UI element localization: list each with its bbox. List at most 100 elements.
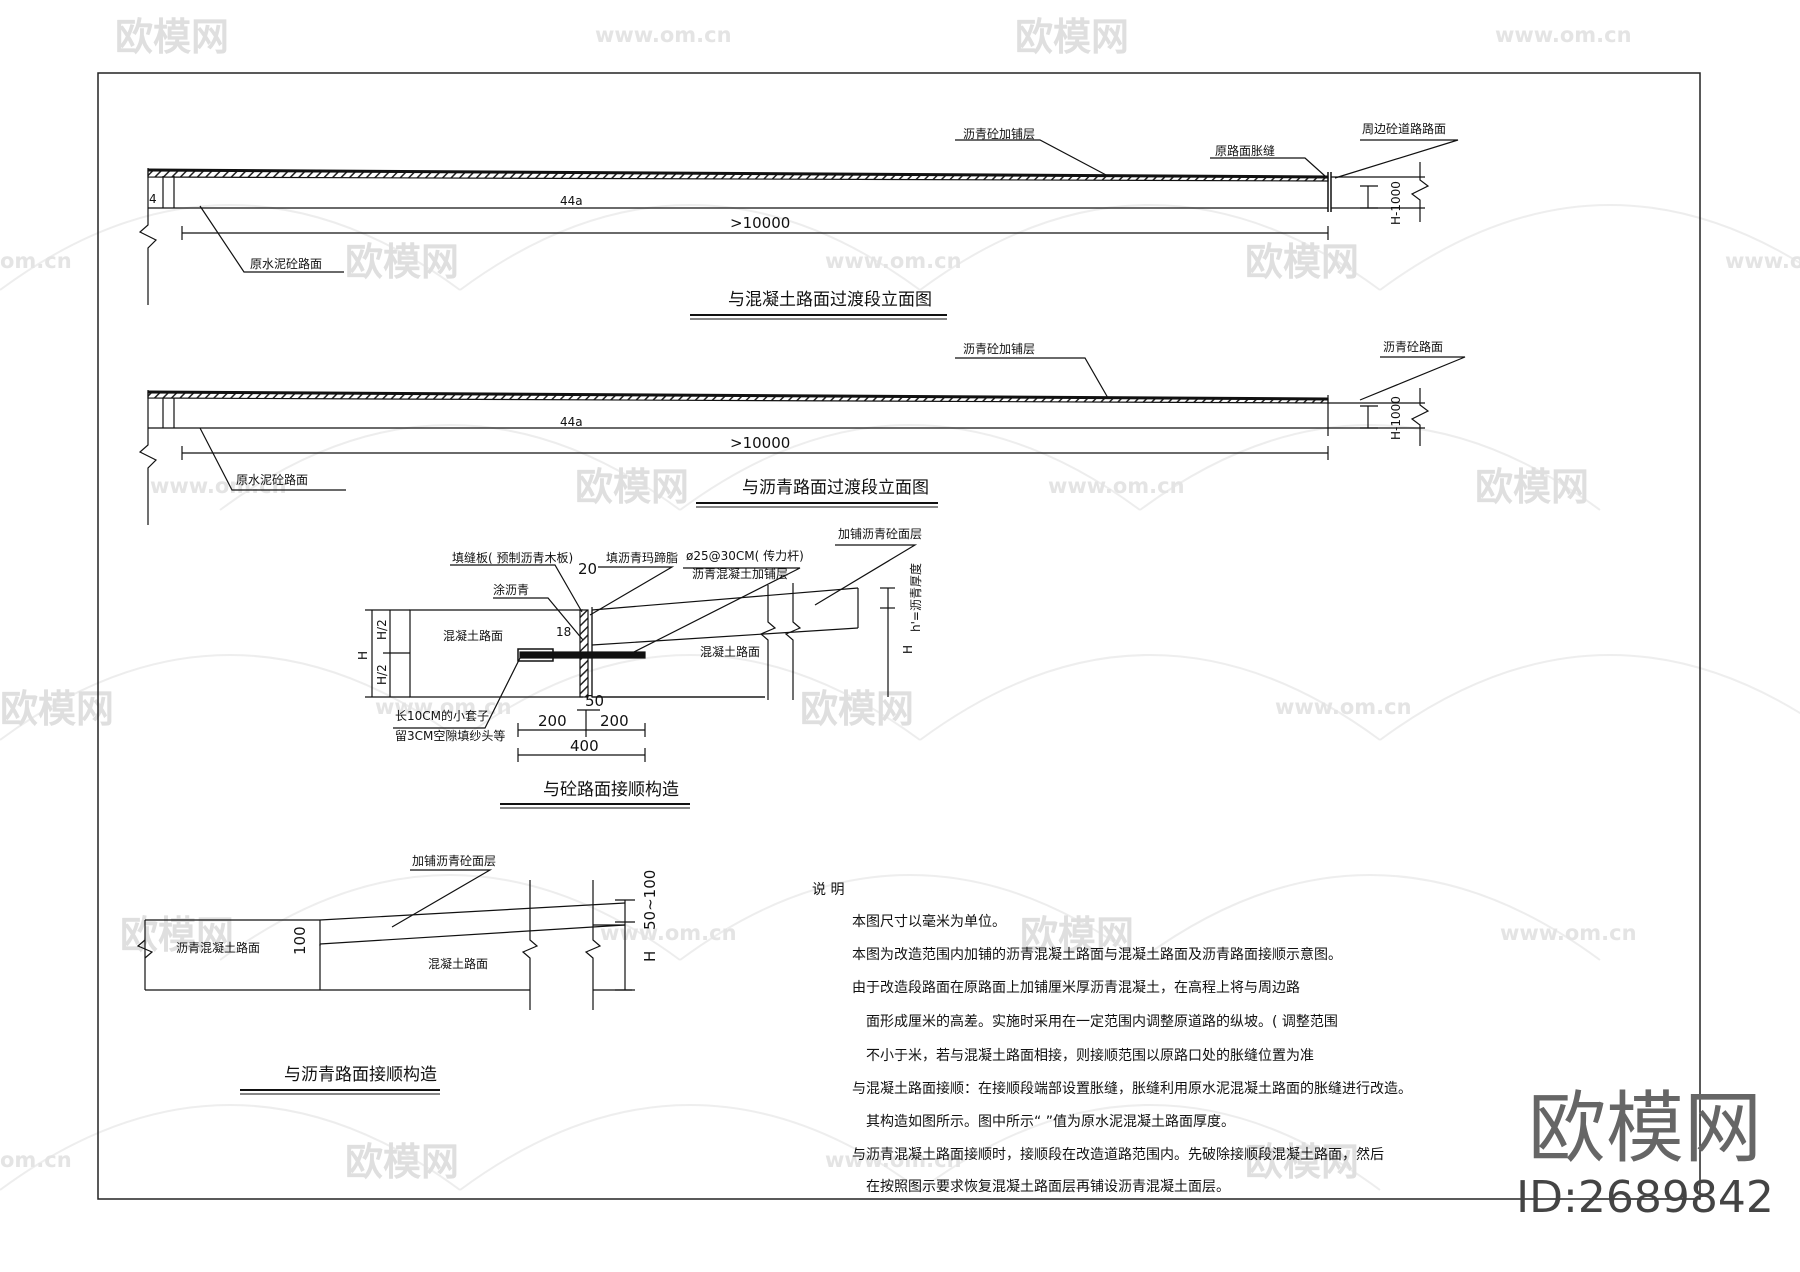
label-concrete-right: 混凝土路面 (700, 644, 760, 659)
dim-200-left: 200 (538, 712, 567, 730)
leader-overlay (814, 544, 918, 606)
label-h-right: H (901, 645, 915, 654)
watermark-brand: 欧模网 (1015, 15, 1129, 59)
label-overlay: 沥青砼加铺层 (963, 127, 1035, 141)
mark-a: 4 (149, 192, 157, 206)
break-line (784, 583, 802, 700)
watermark-url: om.cn (0, 1148, 72, 1172)
figure-1-labels: 沥青砼加铺层 原路面胀缝 周边砼道路路面 原水泥砼路面 >10000 H-100… (149, 121, 1446, 310)
dim-400: 400 (570, 737, 599, 755)
label-h2-bottom: H/2 (375, 664, 389, 685)
leader-coat (493, 597, 584, 641)
label-asphalt-road: 沥青混凝土路面 (176, 940, 260, 955)
watermark-url: om.cn (0, 249, 72, 273)
watermark-url: www.om.cn (1275, 695, 1412, 719)
label-filler: 填沥青玛蹄脂 (606, 550, 678, 565)
label-asphalt-overlay: 沥青混凝土加铺层 (692, 566, 788, 581)
dim-length-text: >10000 (730, 214, 790, 232)
brand-stamp: 欧模网 ID:2689842 (1510, 1086, 1780, 1224)
watermark-url: www.om.cn (1495, 23, 1632, 47)
break-line-right (1410, 162, 1430, 222)
label-concrete-road: 混凝土路面 (428, 956, 488, 971)
figure-4-asphalt-joint-detail (136, 869, 635, 1095)
label-asphalt-road: 沥青砼路面 (1383, 339, 1443, 354)
label-overlay-top: 加铺沥青砼面层 (838, 527, 922, 541)
watermark-brand: 欧模网 (345, 240, 459, 284)
break-line-left (138, 428, 158, 525)
dim-h-text: H-1000 (1389, 396, 1403, 440)
overlay-bottom (591, 627, 859, 646)
dim-100: 100 (291, 926, 309, 955)
watermark-url: www.om.cn (595, 23, 732, 47)
figure-2-labels: 沥青砼加铺层 沥青砼路面 原水泥砼路面 >10000 H-1000 44a 与沥… (236, 339, 1443, 498)
note-line: 由于改造段路面在原路面上加铺厘米厚沥青混凝土，在高程上将与周边路 (852, 979, 1300, 996)
watermark-brand: 欧模网 (345, 1140, 459, 1184)
label-base-slab: 原水泥砼路面 (250, 256, 322, 271)
watermark-brand: 欧模网 (1245, 1140, 1359, 1184)
leader-filler-board (450, 564, 583, 613)
figure-4-title: 与沥青路面接顺构造 (284, 1065, 437, 1085)
break-line (521, 880, 539, 1010)
break-line-right (1410, 388, 1430, 446)
watermark-brand: 欧模网 (0, 687, 114, 731)
note-line: 在按照图示要求恢复混凝土路面层再铺设沥青混凝土面层。 (866, 1178, 1230, 1195)
note-line: 其构造如图所示。图中所示“ ”值为原水泥混凝土路面厚度。 (866, 1114, 1235, 1130)
note-line: 与混凝土路面接顺：在接顺段端部设置胀缝，胀缝利用原水泥混凝土路面的胀缝进行改造。 (852, 1080, 1412, 1097)
watermark-brand: 欧模网 (575, 465, 689, 509)
break-line-left (136, 939, 154, 959)
dim-h-text: H-1000 (1389, 181, 1403, 225)
leader-adjacent (1334, 139, 1459, 179)
dowel-sleeve (517, 648, 554, 662)
leader-overlay (955, 357, 1109, 399)
overlay-bottom (319, 924, 626, 945)
watermark-brand: 欧模网 (1245, 240, 1359, 284)
watermark-brand: 欧模网 (800, 687, 914, 731)
overlay-top-line (147, 168, 1329, 179)
dim-50-100: 50~100 (641, 870, 659, 930)
watermark-url: www.om.cn (1048, 474, 1185, 498)
figure-2-asphalt-transition-elevation (138, 356, 1466, 525)
mark-b: 44a (560, 194, 583, 208)
watermark-url: www.om.cn (825, 249, 962, 273)
watermark-brand: 欧模网 (115, 15, 229, 59)
label-overlay: 加铺沥青砼面层 (412, 854, 496, 868)
watermark-url: www.om.cn (150, 474, 287, 498)
label-concrete-left: 混凝土路面 (443, 628, 503, 643)
figure-4-labels: 加铺沥青砼面层 沥青混凝土路面 混凝土路面 100 50~100 H 与沥青路面… (176, 854, 659, 1085)
label-base-slab: 原水泥砼路面 (236, 472, 308, 487)
brand-id: ID:2689842 (1516, 1172, 1774, 1223)
leader-overlay (391, 869, 493, 928)
label-coat: 涂沥青 (493, 582, 529, 597)
overlay-top (591, 587, 859, 611)
watermark-brand: 欧模网 (1475, 465, 1589, 509)
break-line (584, 880, 602, 1010)
overlay-top-line (147, 390, 1329, 401)
dim-50: 50 (585, 692, 604, 710)
sheet-border (97, 72, 1701, 1200)
design-notes: 说 明 本图尺寸以毫米为单位。 本图为改造范围内加铺的沥青混凝土路面与混凝土路面… (812, 882, 1412, 1195)
label-h: H (356, 651, 370, 660)
watermark-url: www.om.cn (1500, 921, 1637, 945)
leader-overlay (955, 139, 1109, 177)
figure-3-title: 与砼路面接顺构造 (543, 780, 679, 800)
note-line: 面形成厘米的高差。实施时采用在一定范围内调整原道路的纵坡。( 调整范围 (866, 1013, 1338, 1030)
dowel-bar (519, 651, 646, 659)
note-line: 不小于米，若与混凝土路面相接，则接顺范围以原路口处的胀缝位置为准 (866, 1047, 1314, 1064)
figure-3-concrete-joint-detail (365, 544, 918, 809)
figure-2-title: 与沥青路面过渡段立面图 (742, 478, 929, 498)
dim-200-right: 200 (600, 712, 629, 730)
watermark-url: www.om.cn (1725, 249, 1800, 273)
watermark-url: www.om.cn (375, 695, 512, 719)
watermark-brand: 欧模网 (1020, 913, 1134, 957)
leader-base (199, 427, 346, 491)
leader-dowel (629, 567, 801, 655)
break-line (759, 585, 777, 700)
label-filler-board: 填缝板( 预制沥青木板) (452, 550, 573, 565)
figure-1-concrete-transition-elevation (138, 139, 1459, 320)
leader-filler (589, 566, 675, 616)
figure-3-labels: 填缝板( 预制沥青木板) 20 填沥青玛蹄脂 ø25@30CM( 传力杆) 加铺… (356, 527, 923, 800)
dim-length-text: >10000 (730, 434, 790, 452)
figure-1-title: 与混凝土路面过渡段立面图 (728, 290, 932, 310)
